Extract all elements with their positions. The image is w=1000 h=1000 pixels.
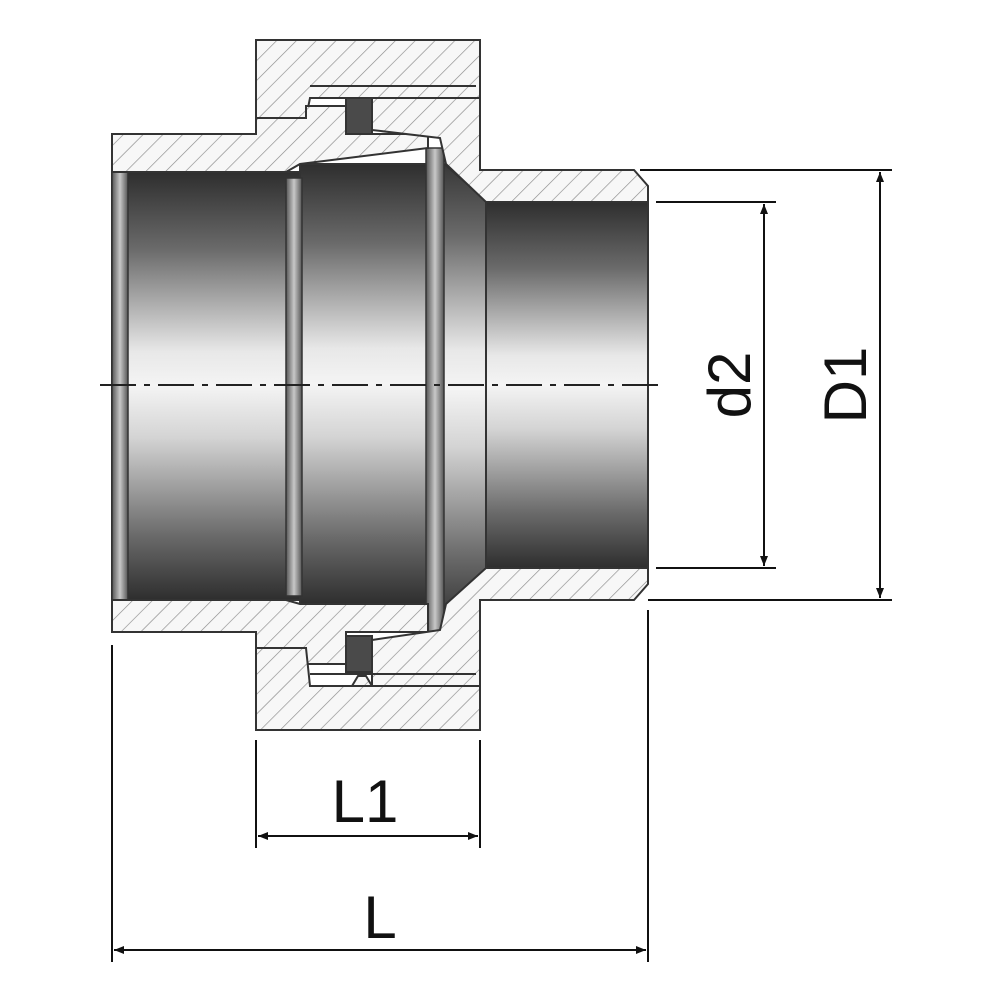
extension-lines	[111, 169, 892, 962]
union-nut-bottom	[255, 647, 481, 731]
section-walls	[111, 39, 649, 731]
label-d2: d2	[696, 352, 763, 419]
thread-details	[310, 85, 476, 687]
label-L1: L1	[332, 768, 399, 835]
bore-surfaces	[111, 147, 649, 633]
label-D1: D1	[812, 347, 879, 424]
label-L: L	[363, 884, 396, 951]
dimension-lines	[114, 172, 884, 954]
tail-piece-top	[371, 97, 649, 203]
inner-ring-step	[285, 177, 303, 597]
inner-ring-seal	[425, 147, 445, 633]
tail-piece-bottom	[371, 567, 649, 687]
